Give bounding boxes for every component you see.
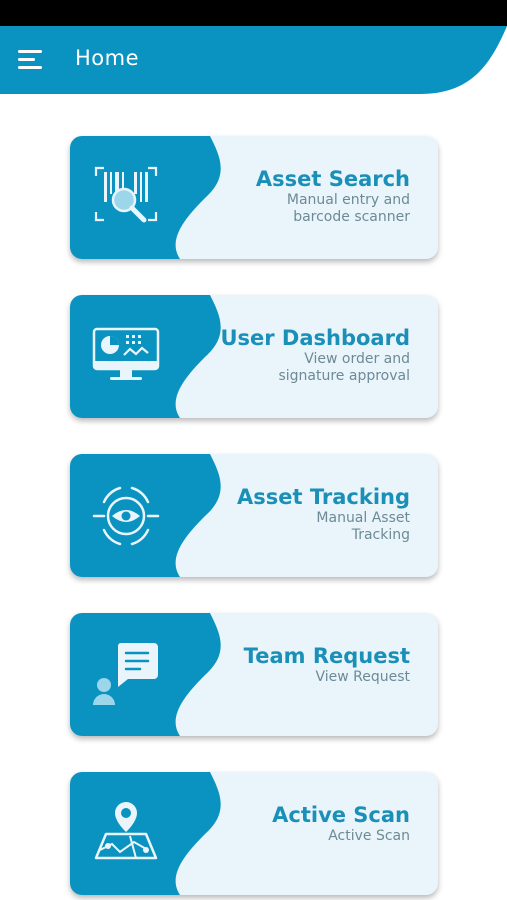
- team-request-card[interactable]: Team Request View Request: [70, 613, 438, 736]
- card-subtitle-line: barcode scanner: [293, 209, 410, 225]
- asset-tracking-card[interactable]: Asset Tracking Manual Asset Tracking: [70, 454, 438, 577]
- card-wave-background: [70, 454, 221, 577]
- hamburger-menu-icon: [18, 50, 42, 69]
- dashboard-monitor-icon: [92, 327, 160, 380]
- card-subtitle-line: Active Scan: [328, 828, 410, 844]
- menu-button[interactable]: [16, 48, 46, 72]
- card-title: Asset Tracking: [237, 485, 410, 509]
- user-chat-icon: [93, 643, 158, 705]
- card-text: Team Request View Request: [190, 643, 410, 686]
- app-bar: Home: [0, 26, 507, 94]
- card-subtitle-line: Manual entry and: [286, 192, 410, 208]
- page-title: Home: [75, 46, 140, 70]
- card-subtitle-line: Manual Asset: [316, 510, 410, 526]
- tracking-eye-icon: [92, 486, 160, 546]
- app-bar-background: [0, 26, 507, 94]
- card-title: User Dashboard: [220, 326, 410, 350]
- card-subtitle-line: signature approval: [278, 368, 410, 384]
- card-subtitle-line: Tracking: [351, 527, 410, 543]
- card-text: Active Scan Active Scan: [190, 802, 410, 845]
- user-dashboard-card[interactable]: User Dashboard View order and signature …: [70, 295, 438, 418]
- barcode-search-icon: [94, 166, 158, 223]
- map-pin-icon: [94, 802, 158, 860]
- card-text: Asset Tracking Manual Asset Tracking: [190, 484, 410, 544]
- status-bar: [0, 0, 507, 26]
- card-text: User Dashboard View order and signature …: [190, 325, 410, 385]
- asset-search-card[interactable]: Asset Search Manual entry and barcode sc…: [70, 136, 438, 259]
- active-scan-card[interactable]: Active Scan Active Scan: [70, 772, 438, 895]
- card-subtitle-line: View Request: [315, 669, 410, 685]
- card-wave-background: [70, 295, 221, 418]
- card-title: Active Scan: [272, 803, 410, 827]
- card-text: Asset Search Manual entry and barcode sc…: [190, 166, 410, 226]
- card-title: Asset Search: [255, 167, 410, 191]
- card-title: Team Request: [243, 644, 410, 668]
- card-subtitle-line: View order and: [304, 351, 410, 367]
